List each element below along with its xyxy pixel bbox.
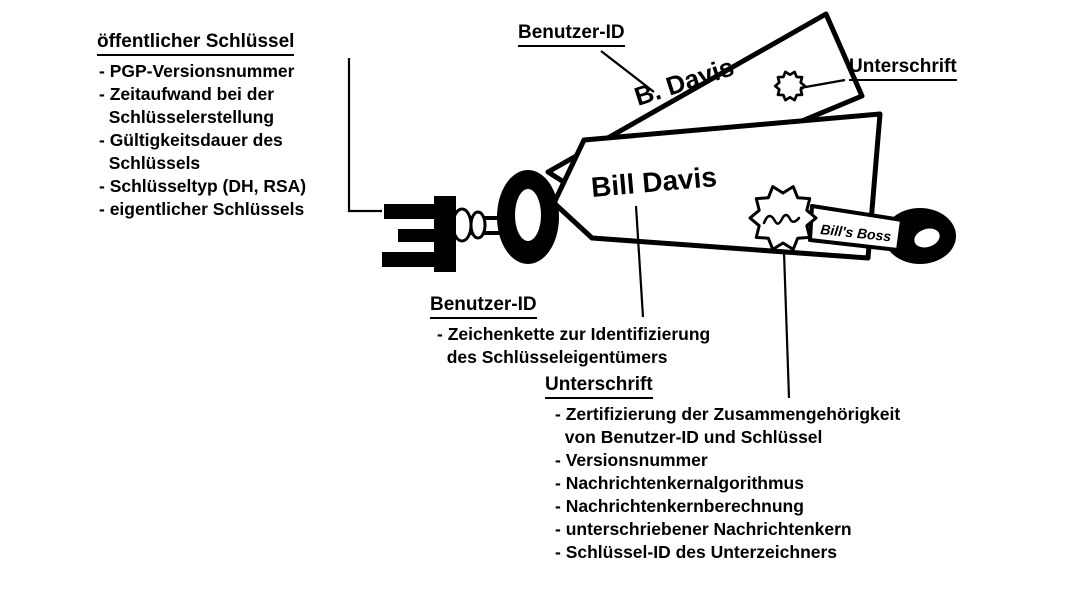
connector-user-id-bottom xyxy=(634,205,645,318)
seal xyxy=(748,185,818,251)
key-bit xyxy=(382,196,456,272)
boss-key-label: Bill's Boss xyxy=(820,221,893,244)
signature-bottom-line: - Zertifizierung der Zusammengehörigkeit xyxy=(555,404,901,424)
signature-bottom-line: - unterschriebener Nachrichtenkern xyxy=(555,519,852,539)
signature-bottom-line: - Versionsnummer xyxy=(555,450,708,470)
signature-top-title: Unterschrift xyxy=(849,56,957,81)
signature-top-label: Unterschrift xyxy=(849,56,957,85)
signature-bottom-line: - Nachrichtenkernalgorithmus xyxy=(555,473,804,493)
boss-key-body xyxy=(808,204,904,252)
connector-signature-top xyxy=(799,78,846,90)
user-id-bottom-line: des Schlüsseleigentümers xyxy=(437,347,668,367)
key-ring xyxy=(497,170,559,264)
public-key-line: - Schlüsseltyp (DH, RSA) xyxy=(99,176,307,196)
signature-bottom-title: Unterschrift xyxy=(545,374,653,399)
connector-user-id-top xyxy=(600,50,655,93)
public-key-line: - PGP-Versionsnummer xyxy=(99,61,295,81)
boss-key: Bill's Boss xyxy=(808,204,956,264)
key xyxy=(382,170,559,272)
public-key-line: Schlüssels xyxy=(99,153,201,173)
boss-key-head-hole xyxy=(914,228,940,248)
user-id-top-label: Benutzer-ID xyxy=(518,22,625,51)
connector-signature-bottom xyxy=(782,251,791,399)
key-shaft-wrap-inner xyxy=(469,210,487,240)
connector-public-key xyxy=(347,58,382,213)
signature-bottom-line: - Nachrichtenkernberechnung xyxy=(555,496,804,516)
user-id-bottom-label: Benutzer-ID - Zeichenkette zur Identifiz… xyxy=(430,294,710,369)
user-id-top-title: Benutzer-ID xyxy=(518,22,625,47)
signature-bottom-line: von Benutzer-ID und Schlüssel xyxy=(555,427,823,447)
public-key-line: - Zeitaufwand bei der xyxy=(99,84,275,104)
user-id-bottom-line: - Zeichenkette zur Identifizierung xyxy=(437,324,711,344)
connectors xyxy=(347,50,846,399)
public-key-label: öffentlicher Schlüssel - PGP-Versionsnum… xyxy=(97,31,306,221)
public-key-title: öffentlicher Schlüssel xyxy=(97,31,295,56)
signature-bottom-label: Unterschrift - Zertifizierung der Zusamm… xyxy=(545,374,900,564)
seal-squiggle xyxy=(762,213,801,225)
back-tag-seal-icon xyxy=(773,70,807,102)
public-key-line: - Gültigkeitsdauer des xyxy=(99,130,283,150)
signature-bottom-line: - Schlüssel-ID des Unterzeichners xyxy=(555,542,838,562)
user-id-bottom-title: Benutzer-ID xyxy=(430,294,537,319)
public-key-line: Schlüsselerstellung xyxy=(99,107,275,127)
public-key-line: - eigentlicher Schlüssels xyxy=(99,199,305,219)
